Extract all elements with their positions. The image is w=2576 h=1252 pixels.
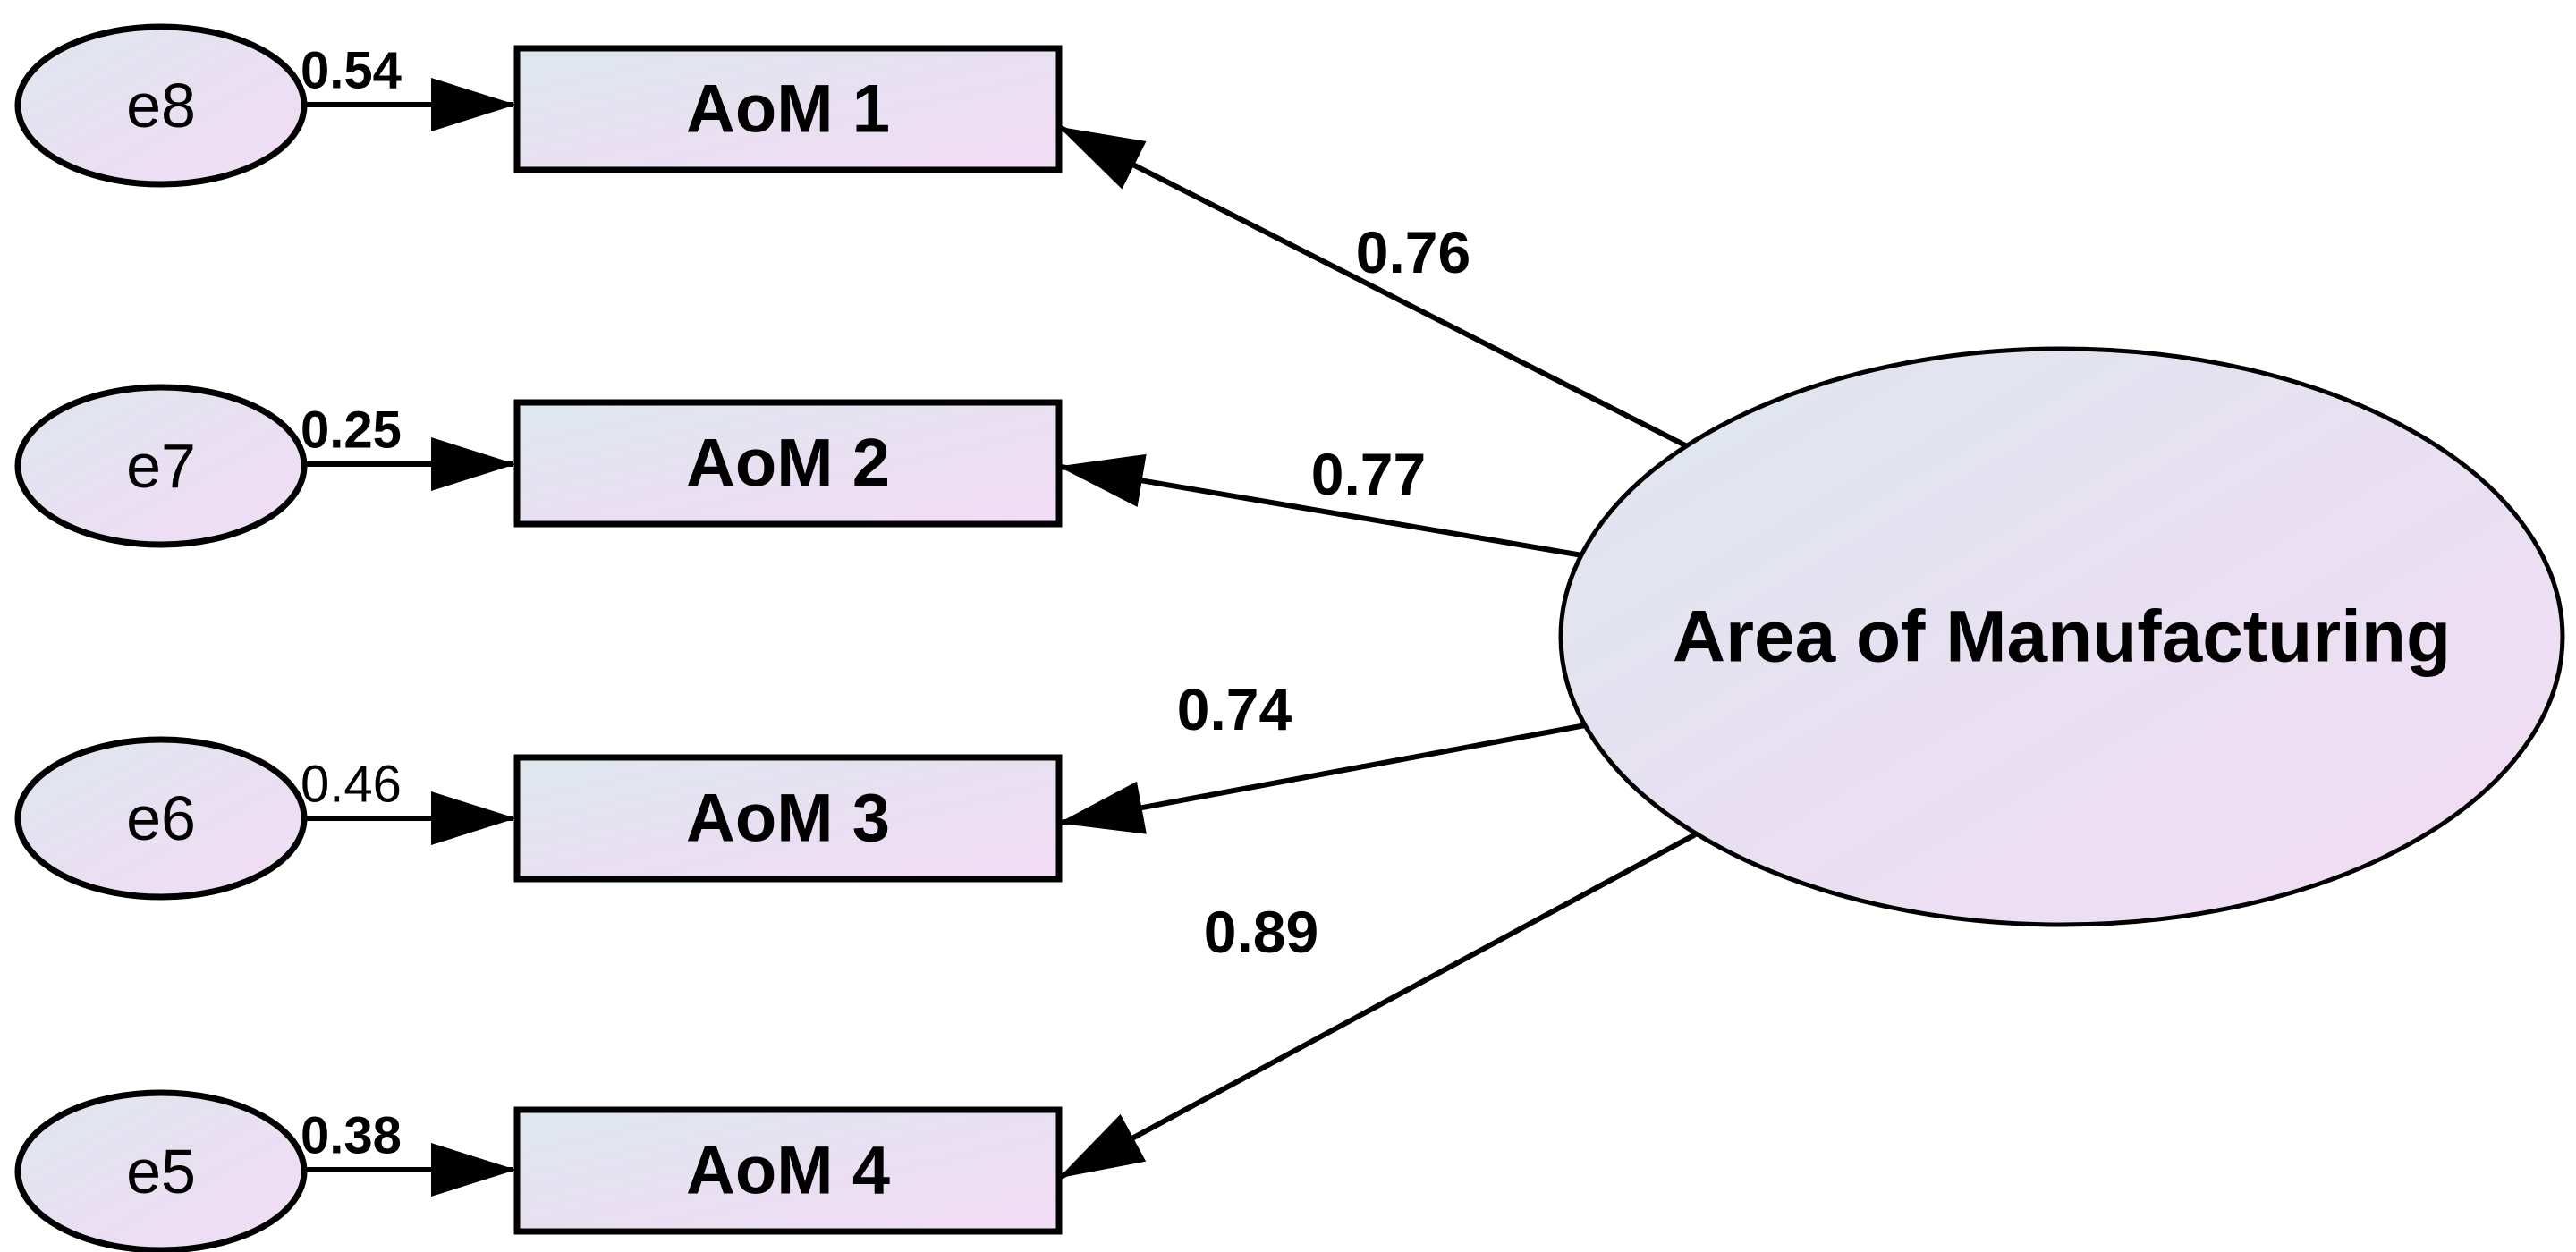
error-ellipses (14, 23, 308, 1252)
latent-ellipse (1558, 346, 2565, 927)
error-value-e7: 0.25 (301, 402, 402, 460)
indicator-labels: AoM 1 AoM 2 AoM 3 AoM 4 (686, 72, 890, 1209)
error-label-e5: e5 (126, 1137, 196, 1206)
loading-label-aom1: 0.76 (1356, 219, 1470, 285)
error-ellipse-e6 (14, 736, 308, 901)
indicator-label-aom3: AoM 3 (686, 781, 890, 857)
error-label-e7: e7 (126, 431, 196, 501)
loading-label-aom2: 0.77 (1311, 441, 1426, 507)
error-labels: e8 e7 e6 e5 (126, 71, 196, 1206)
loading-label-aom3: 0.74 (1177, 676, 1292, 742)
error-ellipse-e5 (14, 1089, 308, 1252)
indicator-boxes (513, 45, 1063, 1235)
error-arrows (304, 78, 516, 1197)
indicator-label-aom2: AoM 2 (686, 426, 890, 502)
latent-label: Area of Manufacturing (1673, 596, 2451, 678)
loading-labels: 0.76 0.77 0.74 0.89 (1177, 219, 1470, 965)
error-label-e8: e8 (126, 71, 196, 140)
error-value-e6: 0.46 (301, 756, 402, 814)
indicator-box-aom1 (513, 45, 1063, 173)
error-ellipse-e8 (14, 23, 308, 188)
error-value-e8: 0.54 (301, 42, 402, 100)
indicator-box-aom3 (513, 754, 1063, 883)
error-label-e6: e6 (126, 783, 196, 853)
indicator-box-aom2 (513, 399, 1063, 528)
error-value-labels: 0.54 0.25 0.46 0.38 (301, 42, 402, 1165)
loading-label-aom4: 0.89 (1204, 899, 1318, 965)
indicator-box-aom4 (513, 1106, 1063, 1235)
indicator-label-aom4: AoM 4 (686, 1133, 890, 1209)
error-ellipse-e7 (14, 384, 308, 548)
indicator-label-aom1: AoM 1 (686, 72, 890, 148)
error-value-e5: 0.38 (301, 1107, 402, 1165)
